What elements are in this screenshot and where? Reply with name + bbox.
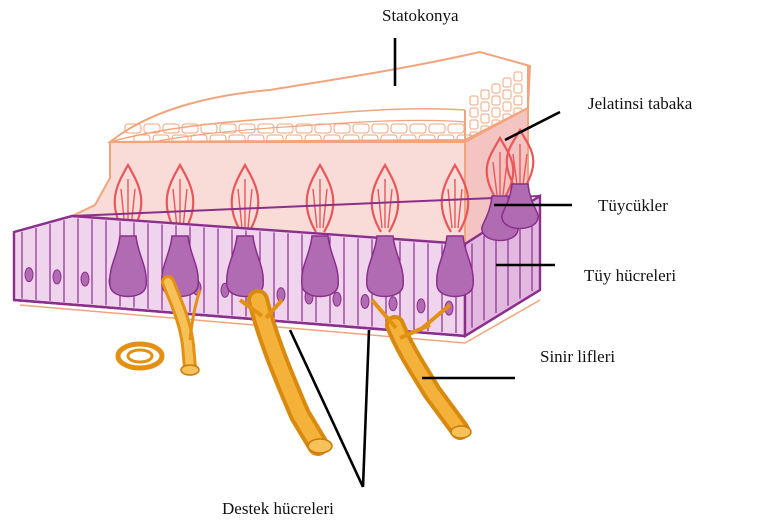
- label-sinir-lifleri: Sinir lifleri: [540, 347, 615, 366]
- support-cell-nucleus: [361, 294, 369, 308]
- support-cell-nucleus: [333, 292, 341, 306]
- leader-destek-right: [363, 330, 369, 487]
- label-destek-hucreleri: Destek hücreleri: [222, 499, 334, 518]
- support-cell-nucleus: [53, 270, 61, 284]
- label-jelatinsi-tabaka: Jelatinsi tabaka: [588, 94, 693, 113]
- support-cell-nucleus: [81, 272, 89, 286]
- label-tuy-hucreleri: Tüy hücreleri: [584, 266, 676, 285]
- label-statokonya: Statokonya: [382, 6, 459, 25]
- label-tuycukler: Tüycükler: [598, 196, 668, 215]
- support-cell-nucleus: [389, 297, 397, 311]
- support-cell-nucleus: [25, 268, 33, 282]
- support-cell-nucleus: [417, 299, 425, 313]
